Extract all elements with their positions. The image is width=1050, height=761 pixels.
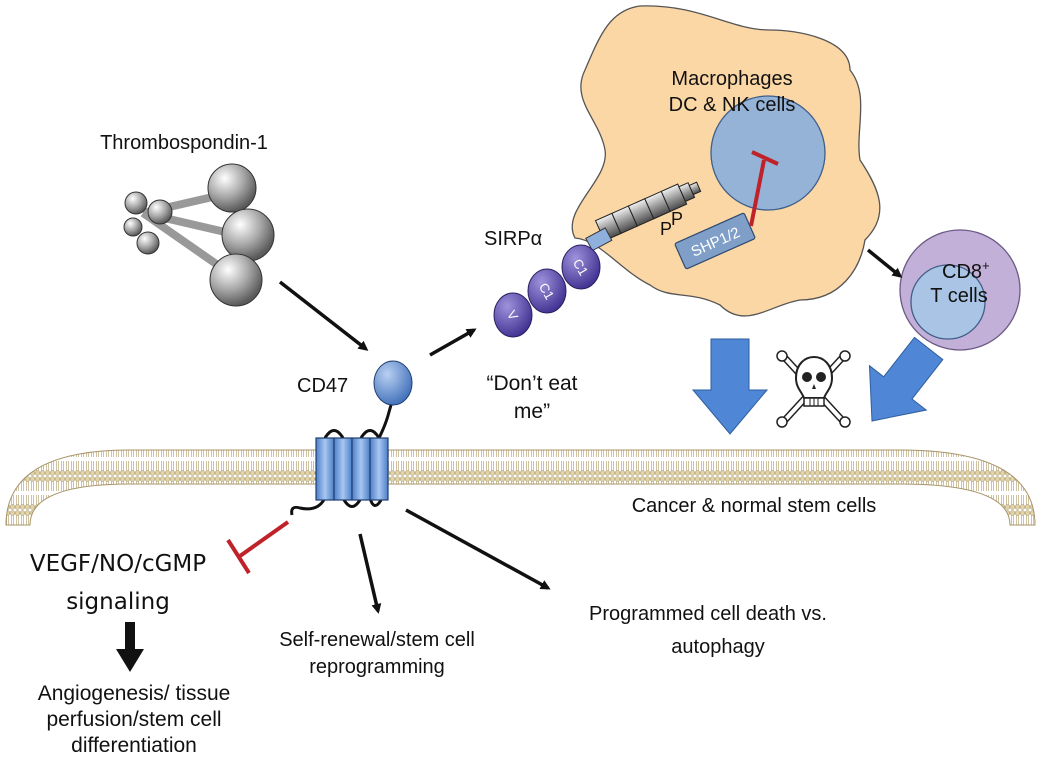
vegf-to-angiogenesis-arrow <box>116 622 144 672</box>
macrophage-label-line2: DC & NK cells <box>669 94 796 116</box>
vegf-label-line2: signaling <box>66 589 170 615</box>
cell-membrane <box>5 449 1036 526</box>
sirpa-receptor: C1 C1 V <box>493 181 702 338</box>
dont-eat-me-line2: me” <box>514 400 550 423</box>
vegf-label-line1: VEGF/NO/cGMP <box>30 551 206 577</box>
macrophage-to-tcell-arrow <box>866 248 903 278</box>
vegf-inhibition-mark <box>226 520 290 575</box>
angio-label-line2: perfusion/stem cell <box>46 708 221 731</box>
tcell-nucleus <box>910 264 986 340</box>
pcd-label-line1: Programmed cell death vs. <box>589 603 827 625</box>
cd47-label: CD47 <box>297 375 348 397</box>
sirpa-domain-label-c1a: C1 <box>536 280 557 302</box>
cd47-to-selfrenewal-arrow <box>358 533 382 614</box>
cd47-receptor <box>290 360 413 516</box>
sirpa-c1-domain-inner <box>527 268 567 314</box>
phospho-label-2: P <box>671 209 683 229</box>
sirpa-c1-domain-outer <box>561 244 601 290</box>
thrombospondin-label: Thrombospondin-1 <box>100 132 268 154</box>
angio-label-line1: Angiogenesis/ tissue <box>38 682 231 705</box>
membrane-label: Cancer & normal stem cells <box>632 495 877 517</box>
sirpa-label: SIRPα <box>484 228 542 250</box>
cd8-superscript: + <box>982 258 990 273</box>
dont-eat-me-line1: “Don’t eat <box>486 372 577 395</box>
phospho-label-1: P <box>660 219 672 239</box>
tcell-attack-arrow <box>868 336 944 422</box>
sirpa-v-domain <box>493 292 533 338</box>
macrophage-attack-arrow <box>691 338 769 435</box>
pcd-label-line2: autophagy <box>671 636 764 658</box>
selfrenewal-label-line2: reprogramming <box>309 656 445 678</box>
shp-inhibition-mark <box>749 150 779 227</box>
tcells-label: T cells <box>930 285 987 307</box>
macrophage-label-line1: Macrophages <box>671 68 792 90</box>
cd47-to-sirpa-arrow <box>429 328 477 357</box>
selfrenewal-label-line1: Self-renewal/stem cell <box>279 629 475 651</box>
cd47-to-pcd-arrow <box>405 508 551 590</box>
macrophage-nucleus <box>710 95 826 211</box>
cd8-label: CD8+ <box>942 258 990 283</box>
thrombospondin-molecule <box>123 163 275 307</box>
tsp-to-cd47-arrow <box>278 280 369 351</box>
sirpa-domain-label-c1b: C1 <box>570 256 591 278</box>
angio-label-line3: differentiation <box>71 734 197 757</box>
skull-crossbones-icon <box>776 350 851 428</box>
